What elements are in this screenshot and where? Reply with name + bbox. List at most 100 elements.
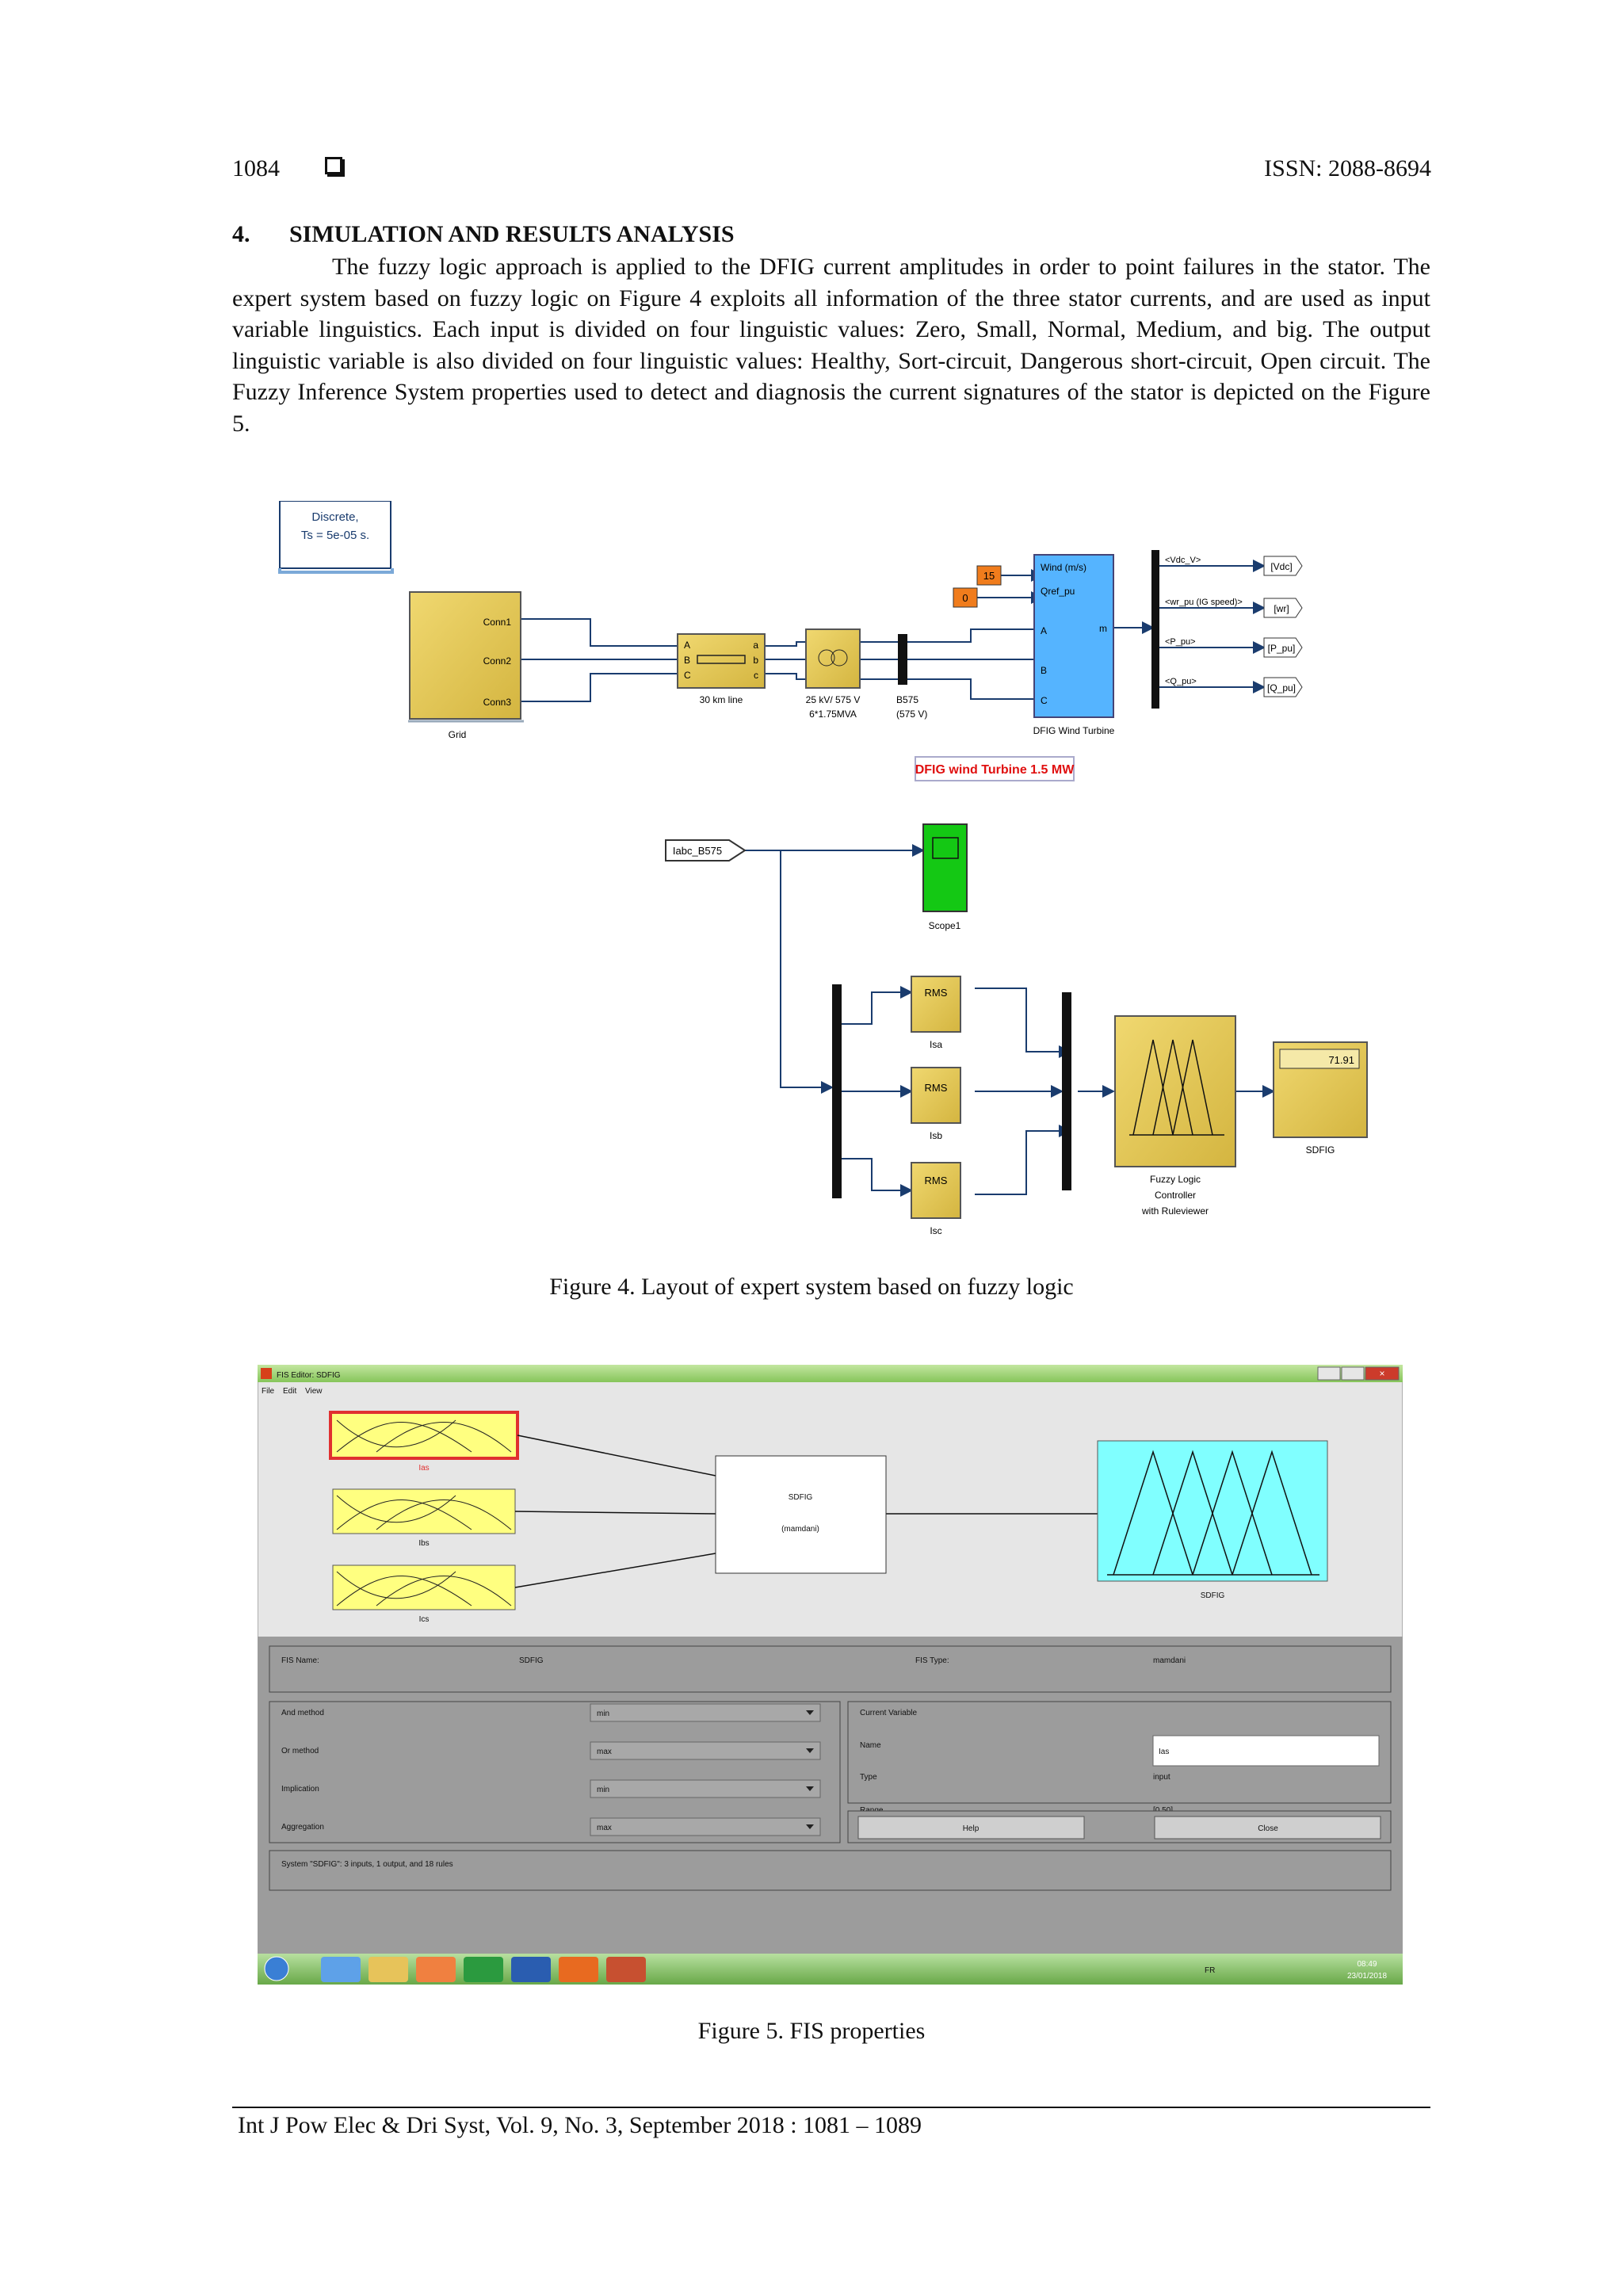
bus-label2: (575 V) — [896, 709, 927, 720]
wind-constant[interactable] — [976, 565, 1002, 586]
rms-isc-label: Isc — [930, 1225, 941, 1236]
goto-q-label: [Q_pu] — [1267, 682, 1296, 693]
chevron-down-icon[interactable] — [806, 1748, 814, 1753]
from-iabc-label: Iabc_B575 — [673, 845, 722, 857]
start-button[interactable] — [264, 1956, 289, 1981]
figure-4-simulink-diagram: Discrete, Ts = 5e-05 s. Conn1 Conn2 Conn… — [278, 501, 1368, 1236]
method-label-2: Implication — [281, 1785, 319, 1794]
input-ibs[interactable] — [332, 1488, 516, 1534]
section-title-text: SIMULATION AND RESULTS ANALYSIS — [289, 221, 735, 247]
discrete-line1: Discrete, — [311, 510, 358, 524]
method-select-3[interactable] — [590, 1817, 821, 1836]
line-label: 30 km line — [700, 694, 743, 705]
sdfig-display-value: 71.91 — [1328, 1054, 1354, 1066]
sdfig-display-label: SDFIG — [1306, 1144, 1335, 1156]
dfig-turbine-block[interactable] — [1033, 554, 1114, 718]
taskbar-media-icon[interactable] — [416, 1957, 456, 1982]
close-button[interactable] — [1154, 1816, 1381, 1839]
method-select-0[interactable] — [590, 1703, 821, 1722]
goto-p[interactable] — [1263, 637, 1303, 658]
scope1-block[interactable] — [922, 823, 968, 912]
taskbar-word-icon[interactable] — [511, 1957, 551, 1982]
fis-system-box[interactable] — [715, 1455, 887, 1574]
close-x-icon: × — [1379, 1368, 1384, 1379]
cv-name-label: Name — [860, 1741, 881, 1750]
flc-label2: Controller — [1155, 1190, 1196, 1201]
method-select-2[interactable] — [590, 1779, 821, 1798]
chevron-down-icon[interactable] — [806, 1710, 814, 1715]
help-button-label: Help — [963, 1824, 980, 1833]
minimize-button[interactable] — [1317, 1366, 1341, 1381]
method-label-1: Or method — [281, 1747, 319, 1755]
fis-name-label: FIS Name: — [281, 1656, 319, 1665]
taskbar-ie-icon[interactable] — [321, 1957, 361, 1982]
turbine-port-c: C — [1041, 695, 1048, 706]
goto-q[interactable] — [1263, 677, 1303, 697]
status-message: System "SDFIG": 3 inputs, 1 output, and … — [281, 1860, 453, 1869]
transformer-block[interactable] — [805, 628, 861, 689]
grid-block[interactable] — [409, 591, 521, 720]
method-label-3: Aggregation — [281, 1823, 324, 1832]
output-sdfig[interactable] — [1097, 1440, 1328, 1582]
line-block[interactable] — [677, 633, 766, 689]
maximize-button[interactable] — [1341, 1366, 1365, 1381]
help-button[interactable] — [857, 1816, 1085, 1839]
body-paragraph: The fuzzy logic approach is applied to t… — [232, 254, 1430, 437]
transformer-label2: 6*1.75MVA — [809, 709, 857, 720]
rms-isb-text: RMS — [925, 1082, 948, 1094]
turbine-port-a: A — [1041, 625, 1047, 636]
method-value-2: min — [597, 1786, 609, 1794]
menu-view[interactable]: View — [305, 1387, 323, 1396]
issn: ISSN: 2088-8694 — [1264, 155, 1431, 181]
taskbar-pdf-icon[interactable] — [559, 1957, 598, 1982]
goto-vdc[interactable] — [1263, 556, 1303, 576]
rms-isa-block[interactable] — [911, 976, 961, 1033]
signal-p: <P_pu> — [1165, 637, 1196, 647]
taskbar-explorer-icon[interactable] — [369, 1957, 408, 1982]
flc-label3: with Ruleviewer — [1141, 1205, 1209, 1217]
chevron-down-icon[interactable] — [806, 1824, 814, 1829]
taskbar-language[interactable]: FR — [1205, 1966, 1215, 1975]
input-ics[interactable] — [332, 1564, 516, 1610]
flc-label1: Fuzzy Logic — [1150, 1174, 1201, 1185]
rms-isc-block[interactable] — [911, 1162, 961, 1219]
line-port-b: B — [684, 655, 690, 666]
system-type: (mamdani) — [781, 1525, 819, 1534]
rms-isc-text: RMS — [925, 1175, 948, 1186]
fis-window-title: FIS Editor: SDFIG — [277, 1371, 341, 1380]
qref-constant-value: 0 — [962, 592, 968, 604]
rms-isb-label: Isb — [930, 1130, 942, 1141]
from-iabc[interactable] — [665, 839, 747, 861]
method-value-3: max — [597, 1824, 612, 1832]
input-ics-label: Ics — [419, 1615, 430, 1624]
bus-b575[interactable] — [898, 634, 907, 685]
cv-name-input[interactable] — [1152, 1735, 1380, 1767]
system-name: SDFIG — [789, 1493, 813, 1502]
signal-demux[interactable] — [1151, 550, 1159, 709]
chevron-down-icon[interactable] — [806, 1786, 814, 1791]
fis-title-bar[interactable] — [258, 1365, 1403, 1382]
close-window-button[interactable] — [1365, 1366, 1400, 1381]
goto-wr[interactable] — [1263, 598, 1303, 618]
rms-isb-block[interactable] — [911, 1067, 961, 1124]
discrete-line2: Ts = 5e-05 s. — [301, 529, 369, 542]
taskbar-date: 23/01/2018 — [1347, 1972, 1387, 1981]
menu-file[interactable]: File — [262, 1387, 275, 1396]
rms-isa-text: RMS — [925, 987, 948, 999]
qref-constant[interactable] — [953, 587, 978, 608]
grid-label: Grid — [449, 729, 467, 740]
input-ias[interactable] — [329, 1411, 519, 1460]
line-port-c: C — [684, 670, 691, 681]
current-variable-title: Current Variable — [860, 1709, 918, 1717]
method-select-1[interactable] — [590, 1741, 821, 1760]
section-title: 4.SIMULATION AND RESULTS ANALYSIS — [232, 221, 735, 248]
isabc-demux[interactable] — [832, 984, 842, 1198]
menu-edit[interactable]: Edit — [283, 1387, 296, 1396]
taskbar-chrome-icon[interactable] — [464, 1957, 503, 1982]
scope1-label: Scope1 — [929, 920, 961, 931]
page-number: 1084 — [232, 155, 280, 181]
turbine-label: DFIG Wind Turbine — [1033, 725, 1115, 736]
rms-mux[interactable] — [1062, 992, 1071, 1190]
fuzzy-logic-controller[interactable] — [1114, 1015, 1236, 1167]
taskbar-matlab-icon[interactable] — [606, 1957, 646, 1982]
